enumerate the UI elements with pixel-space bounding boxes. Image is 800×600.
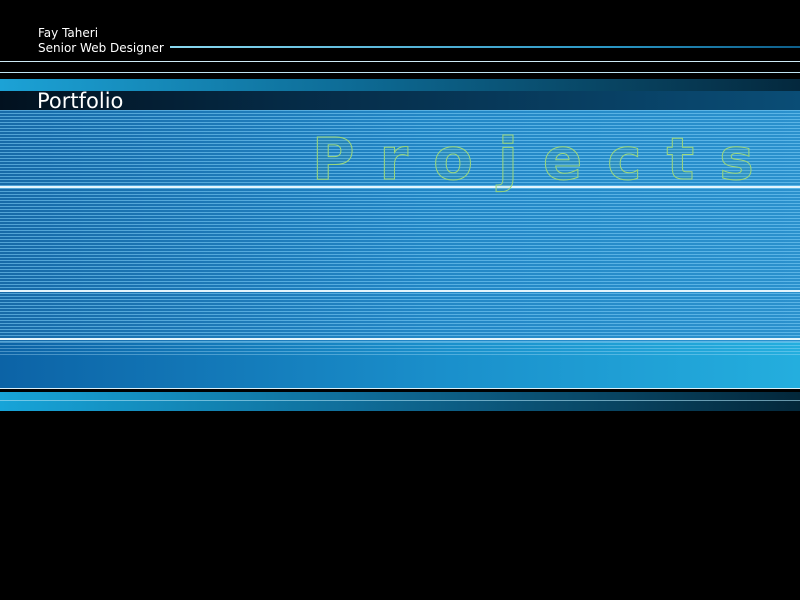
designer-role: Senior Web Designer — [38, 41, 164, 55]
designer-name: Fay Taheri — [38, 26, 99, 40]
section-title-band — [0, 91, 800, 110]
second-rule — [0, 72, 800, 73]
accent-band-top — [0, 79, 800, 91]
accent-band-bottom — [0, 392, 800, 411]
projects-heading: Projects — [312, 125, 779, 194]
accent-band-middle — [0, 342, 800, 388]
section-title: Portfolio — [37, 89, 124, 113]
top-rule — [0, 61, 800, 62]
header-divider — [170, 46, 800, 48]
designer-identity: Fay Taheri Senior Web Designer — [38, 26, 164, 56]
bottom-rule — [0, 388, 800, 389]
hero-scanline — [0, 290, 800, 292]
hero-scanline — [0, 186, 800, 188]
striped-hero-panel — [0, 110, 800, 342]
hero-scanline — [0, 338, 800, 340]
